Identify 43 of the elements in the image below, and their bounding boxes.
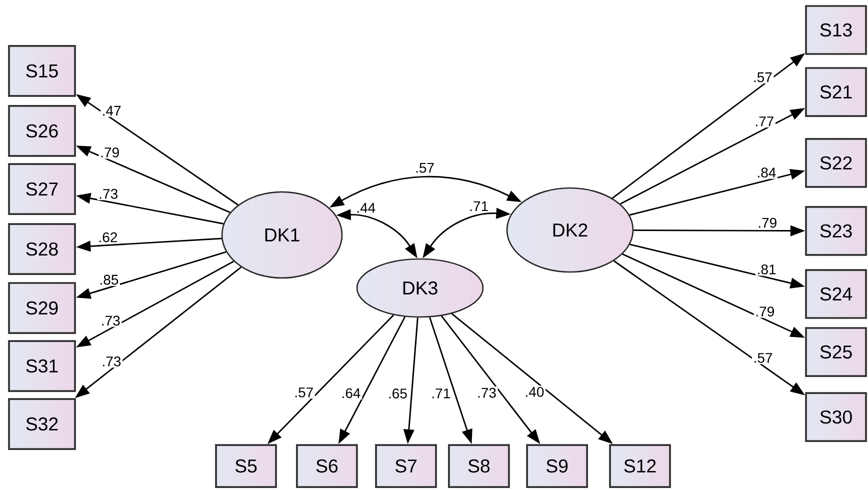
indicator-box: S25 [805, 327, 867, 377]
edge-label: .57 [292, 386, 315, 399]
indicator-box: S9 [526, 444, 588, 488]
edge-label: .44 [354, 202, 377, 214]
indicator-box: S23 [805, 206, 867, 256]
edge-label: .79 [98, 146, 121, 159]
indicator-box: S7 [375, 444, 437, 488]
indicator-box: S22 [805, 138, 867, 188]
edge-label: .77 [753, 115, 776, 128]
edge-label: .65 [386, 387, 409, 400]
indicator-box: S32 [8, 398, 76, 450]
indicator-box: S5 [215, 444, 277, 488]
indicator-box: S31 [8, 340, 76, 392]
edge-label: .73 [97, 188, 120, 200]
edge-label: .79 [754, 305, 776, 318]
edge-label: .64 [340, 386, 362, 400]
edge-label: .73 [100, 314, 122, 327]
edge-label: .84 [755, 166, 778, 179]
edge-label: .57 [752, 352, 774, 364]
indicator-box: S8 [448, 444, 510, 488]
indicator-box: S6 [296, 444, 358, 488]
edge-label: .57 [414, 162, 436, 174]
indicator-box: S12 [609, 444, 671, 488]
indicator-box: S30 [805, 392, 867, 442]
edge-label: .73 [100, 355, 123, 368]
indicator-box: S28 [8, 223, 76, 275]
edge-label: .85 [98, 273, 120, 286]
edge-label: .40 [523, 386, 546, 398]
edge-label: .73 [476, 386, 498, 400]
indicator-box: S15 [8, 45, 76, 97]
edge-label: .79 [756, 216, 778, 230]
edge-label: .71 [468, 200, 490, 212]
edge-label: .71 [430, 387, 452, 400]
indicator-box: S24 [805, 269, 867, 319]
edge-label: .57 [752, 71, 774, 84]
indicator-box: S29 [8, 282, 76, 334]
indicator-box: S27 [8, 163, 76, 215]
edge-label: .81 [755, 263, 778, 276]
edge-label: .62 [96, 231, 120, 244]
indicator-box: S13 [805, 5, 867, 55]
edge-label: .47 [100, 104, 123, 117]
indicator-box: S26 [8, 105, 76, 157]
indicator-box: S21 [805, 67, 867, 117]
